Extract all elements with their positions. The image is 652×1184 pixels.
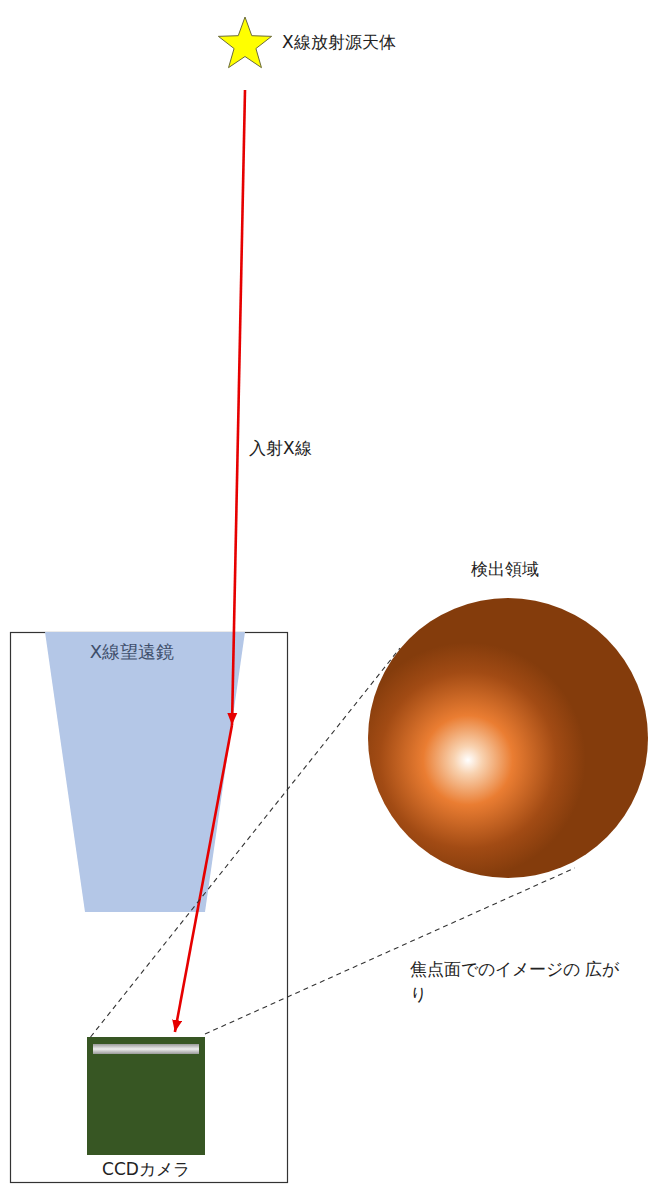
ccd-camera-label: CCDカメラ	[102, 1158, 190, 1180]
source-star-label: X線放射源天体	[282, 31, 396, 53]
source-star: X線放射源天体	[215, 15, 275, 73]
source-star-shape	[215, 15, 275, 73]
incident-xray-arrow	[232, 90, 245, 725]
xray-telescope: X線望遠鏡	[45, 632, 245, 912]
detection-area-label: 検出領域	[471, 558, 539, 580]
xray-telescope-label: X線望遠鏡	[90, 640, 174, 663]
incident-xray-arrow-label: 入射X線	[249, 436, 369, 461]
telescope-body	[45, 632, 245, 912]
image-spread-leader	[205, 868, 575, 1034]
detection-area-shape	[368, 598, 648, 878]
detection-area: 検出領域	[368, 598, 648, 878]
ccd-camera: CCDカメラ	[87, 1037, 205, 1155]
star-symbol	[218, 17, 271, 68]
ccd-camera-shape	[87, 1037, 205, 1155]
detection-disc	[368, 598, 648, 878]
image-spread-leader-label: 焦点面でのイメージの 広がり	[410, 957, 635, 1006]
incident-xray-arrow-group	[232, 90, 245, 725]
xray-telescope-shape	[45, 632, 245, 912]
ccd-body	[87, 1037, 205, 1155]
instrument-housing	[11, 633, 288, 1183]
ccd-sensor	[93, 1044, 199, 1054]
